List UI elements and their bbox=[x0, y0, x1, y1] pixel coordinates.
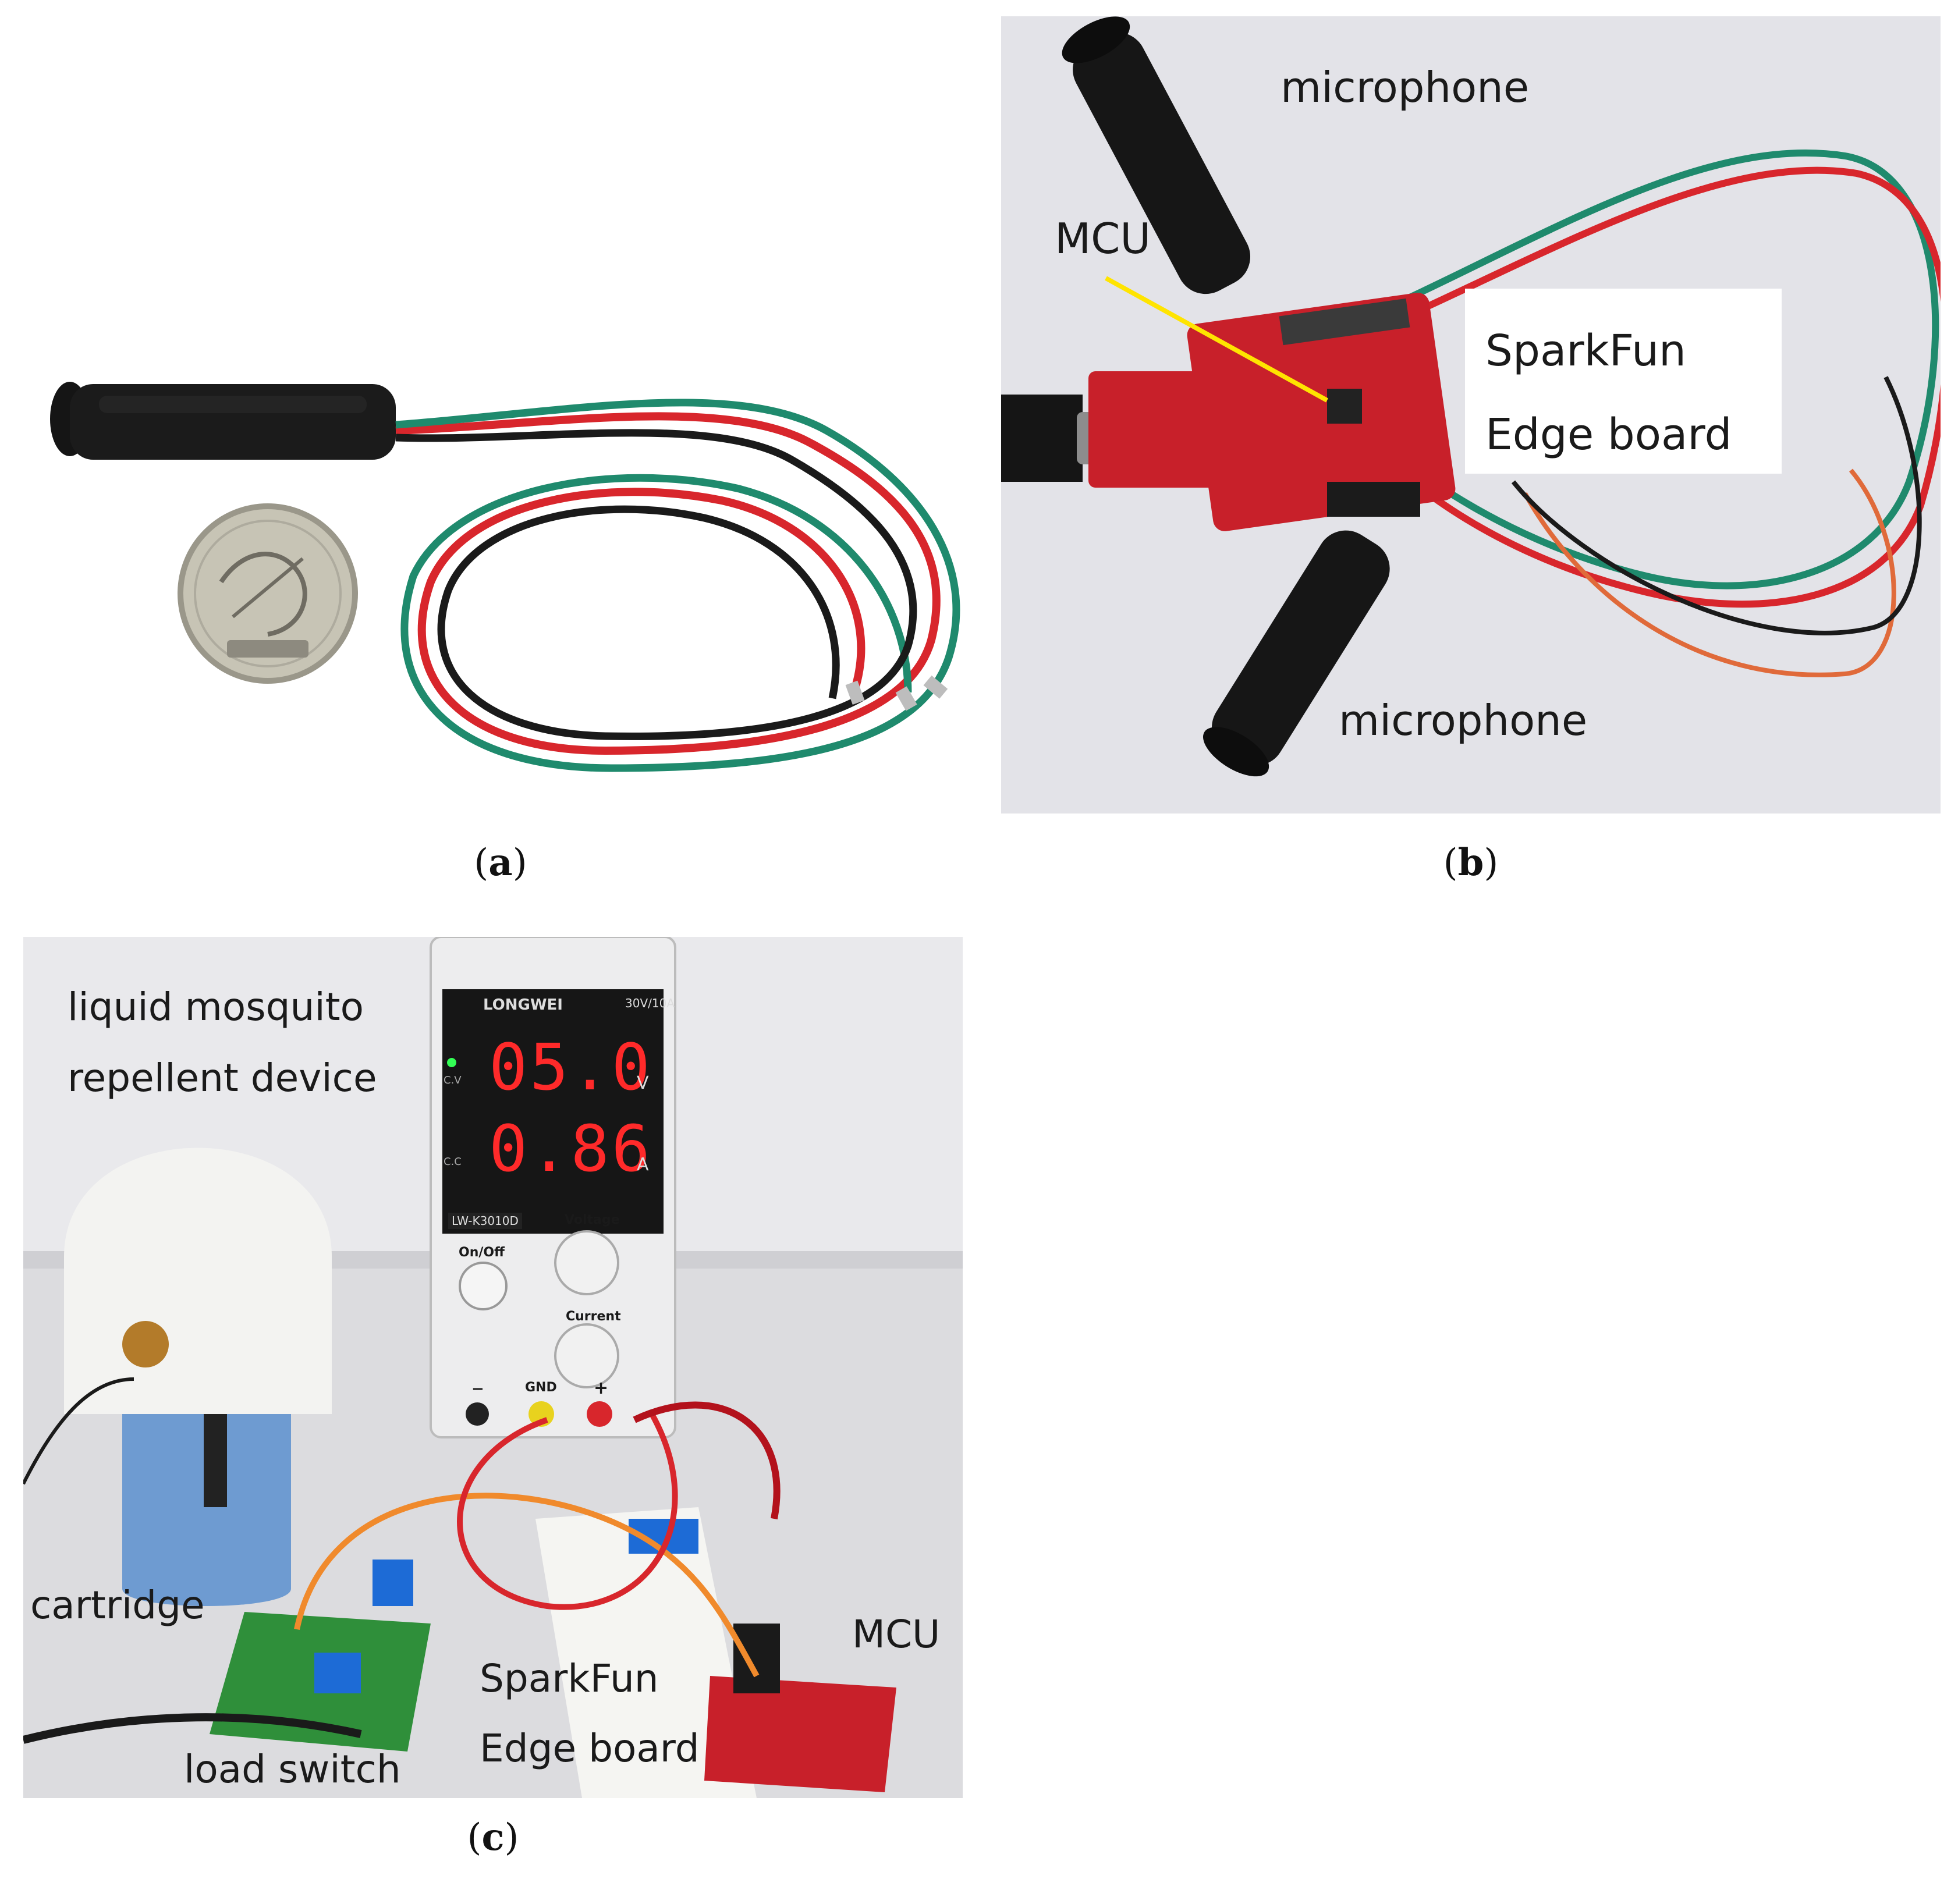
bottom-microphone bbox=[1203, 530, 1390, 777]
label-microphone-bottom: microphone bbox=[1339, 696, 1588, 745]
power-cord bbox=[23, 1713, 362, 1744]
dual-microphone-board-illustration bbox=[1001, 16, 1941, 777]
repellent-button bbox=[122, 1321, 169, 1367]
psu-voltage-unit: V bbox=[637, 1073, 649, 1093]
breadboard bbox=[535, 1507, 757, 1798]
mcu-edge-board bbox=[704, 1676, 896, 1792]
label-mcu: MCU bbox=[1055, 214, 1151, 263]
psu-plus-label: + bbox=[594, 1378, 609, 1398]
psu-current-knob-label: Current bbox=[566, 1309, 621, 1324]
psu-voltage-knob-label: Voltage bbox=[565, 1213, 620, 1227]
cv-indicator-led bbox=[447, 1058, 456, 1067]
psu-current-display: 0.86 bbox=[489, 1111, 652, 1186]
label-mcu: MCU bbox=[852, 1612, 941, 1657]
experimental-setup-illustration bbox=[23, 937, 963, 1798]
label-repellent-line2: repellent device bbox=[68, 1056, 377, 1100]
label-load-switch: load switch bbox=[184, 1747, 401, 1792]
psu-current-unit: A bbox=[637, 1155, 649, 1175]
black-wire bbox=[1511, 376, 1922, 635]
mcu-chip bbox=[1327, 389, 1362, 424]
sparkfun-edge-board bbox=[1187, 293, 1456, 531]
probe-clip bbox=[633, 1401, 781, 1520]
caption-a: (a) bbox=[474, 841, 527, 884]
coin bbox=[180, 506, 355, 681]
psu-voltage-display: 05.0 bbox=[489, 1030, 652, 1104]
psu-display-panel bbox=[442, 989, 664, 1234]
red-wire bbox=[395, 412, 941, 755]
psu-rating: 30V/10A bbox=[625, 996, 675, 1010]
label-repellent-line1: liquid mosquito bbox=[68, 985, 364, 1029]
microphone-cable-illustration bbox=[50, 382, 960, 772]
label-sparkfun-line1: SparkFun bbox=[480, 1656, 659, 1701]
black-wire bbox=[395, 429, 917, 740]
label-sparkfun-line2: Edge board bbox=[1485, 410, 1732, 460]
gnd-terminal bbox=[528, 1401, 554, 1427]
label-microphone-top: microphone bbox=[1280, 63, 1530, 112]
green-wire bbox=[395, 399, 960, 772]
microphone-body bbox=[70, 384, 396, 460]
psu-model: LW-K3010D bbox=[448, 1213, 522, 1229]
red-wire bbox=[1336, 166, 1941, 608]
sparkfun-label-box bbox=[1465, 289, 1782, 474]
panel-a-photo bbox=[23, 23, 978, 832]
mcu-pointer-line bbox=[1105, 276, 1328, 403]
green-wire bbox=[1324, 149, 1939, 589]
label-sparkfun-line1: SparkFun bbox=[1485, 326, 1686, 376]
cartridge-bottle bbox=[122, 1414, 291, 1606]
psu-power-button-label: On/Off bbox=[459, 1245, 505, 1260]
current-knob[interactable] bbox=[554, 1323, 619, 1388]
caption-b: (b) bbox=[1443, 841, 1499, 884]
minus-terminal bbox=[466, 1402, 489, 1426]
red-wire bbox=[457, 1412, 678, 1610]
label-sparkfun-line2: Edge board bbox=[480, 1726, 700, 1771]
psu-minus-label: − bbox=[471, 1380, 484, 1398]
power-button[interactable] bbox=[459, 1262, 508, 1310]
panel-c-photo: LONGWEI 30V/10A C.V 05.0 V C.C 0.86 A LW… bbox=[23, 937, 963, 1798]
plus-terminal bbox=[587, 1401, 612, 1427]
caption-c: (c) bbox=[467, 1816, 519, 1859]
repellent-device-cap bbox=[64, 1148, 332, 1414]
orange-wire bbox=[294, 1493, 760, 1678]
top-microphone bbox=[1062, 16, 1251, 294]
psu-brand: LONGWEI bbox=[483, 996, 563, 1014]
voltage-knob[interactable] bbox=[554, 1230, 619, 1295]
psu-cc-label: C.C bbox=[444, 1156, 462, 1168]
panel-b-photo: microphone MCU SparkFun Edge board micro… bbox=[1001, 16, 1941, 814]
label-cartridge: cartridge bbox=[30, 1583, 205, 1628]
psu-gnd-label: GND bbox=[525, 1380, 557, 1395]
psu-cv-label: C.V bbox=[444, 1074, 462, 1086]
usb-programmer-board bbox=[1088, 371, 1228, 488]
